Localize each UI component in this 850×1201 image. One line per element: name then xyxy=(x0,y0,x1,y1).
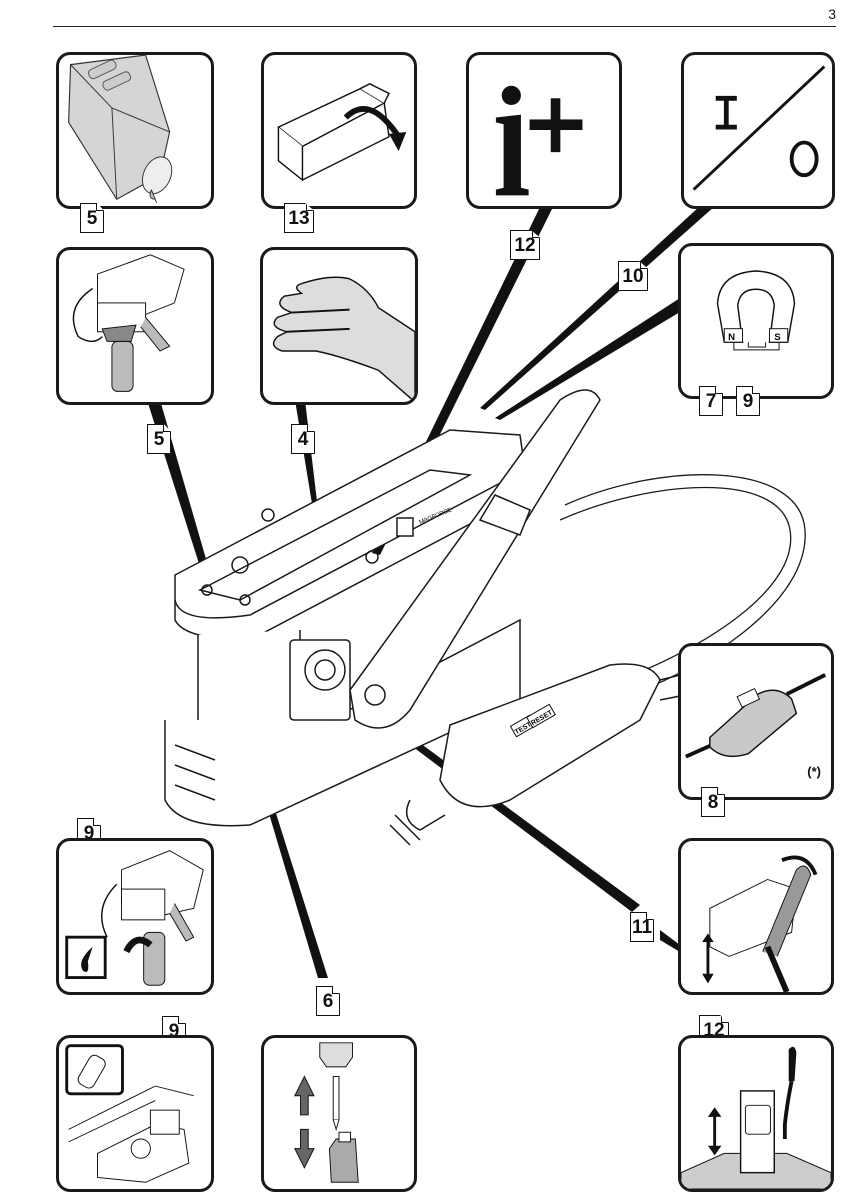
panel-packaging-box xyxy=(261,52,417,209)
ref-page-5[interactable]: 5 xyxy=(80,203,104,233)
panel-hand-gloves xyxy=(260,247,418,405)
power-cable xyxy=(559,486,792,681)
panel-coolant-bottle-attach xyxy=(56,247,214,405)
ref-page-13[interactable]: 13 xyxy=(284,203,314,233)
info-plus-icon xyxy=(495,85,583,196)
panel-coolant-spray xyxy=(56,838,214,995)
leader-line-11b xyxy=(660,930,680,952)
open-box-icon xyxy=(277,83,407,182)
panel-drill-stand-height xyxy=(678,1035,834,1192)
magnet-pole-s: S xyxy=(774,332,781,343)
ref-page-5-coolant[interactable]: 5 xyxy=(147,424,171,454)
height-adjust-icon xyxy=(681,1046,831,1189)
ref-page-4[interactable]: 4 xyxy=(291,424,315,454)
oil-canister-icon xyxy=(68,55,173,203)
power-switch-icon xyxy=(692,65,826,191)
annular-cutter-icon xyxy=(293,1042,359,1183)
ref-page-7[interactable]: 7 xyxy=(699,386,723,416)
panel-feed-handle xyxy=(678,838,834,995)
prcd-unit xyxy=(439,663,661,808)
page-number: 3 xyxy=(828,6,836,22)
leader-line-10 xyxy=(480,206,715,410)
ref-page-10[interactable]: 10 xyxy=(618,261,648,291)
leader-line-magnet xyxy=(495,298,680,420)
spray-bottle-icon xyxy=(65,850,204,986)
ref-page-9-magnet[interactable]: 9 xyxy=(736,386,760,416)
panel-info-plus xyxy=(466,52,622,209)
feed-handle-icon xyxy=(702,855,818,992)
panel-on-off-switch xyxy=(681,52,835,209)
panel-oil-canister xyxy=(56,52,214,209)
feed-handle-arm xyxy=(349,389,601,729)
panel-prcd-cable: (*) xyxy=(678,643,834,800)
panel-cutter-change xyxy=(261,1035,417,1192)
horseshoe-magnet-icon: N S xyxy=(716,270,796,351)
header-rule xyxy=(53,26,836,27)
ref-page-6[interactable]: 6 xyxy=(316,986,340,1016)
prcd-plug-icon xyxy=(685,673,827,759)
ref-page-12-info[interactable]: 12 xyxy=(510,230,540,260)
hand-icon xyxy=(272,276,415,402)
ref-page-8[interactable]: 8 xyxy=(701,787,725,817)
panel-magnet: N S xyxy=(678,243,834,399)
magnet-pole-n: N xyxy=(728,332,735,343)
ref-page-11[interactable]: 11 xyxy=(630,912,654,942)
coolant-bottle-icon xyxy=(72,254,185,392)
footnote-marker: (*) xyxy=(807,764,821,779)
leader-line-4 xyxy=(295,400,318,510)
panel-lubricant-maintenance xyxy=(56,1035,214,1192)
lubricant-can-icon xyxy=(65,1044,194,1183)
